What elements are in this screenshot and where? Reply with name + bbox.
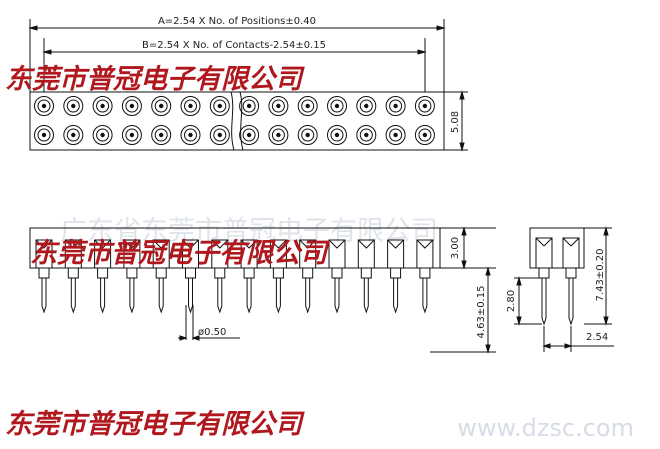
- dimension-a-label: A=2.54 X No. of Positions±0.40: [158, 16, 316, 27]
- contact-hole: [356, 96, 377, 116]
- website-watermark: www.dzsc.com: [457, 414, 634, 442]
- contact-hole: [180, 96, 201, 116]
- row-pitch-label: 5.08: [450, 111, 461, 133]
- contact-hole: [34, 96, 54, 116]
- front-pin: [269, 239, 287, 314]
- front-pin: [416, 239, 434, 314]
- contact-hole: [414, 96, 435, 116]
- contact-hole: [92, 125, 113, 145]
- contact-hole: [297, 96, 318, 116]
- contact-hole: [385, 125, 406, 145]
- contact-hole: [239, 96, 260, 116]
- front-pin: [240, 239, 258, 314]
- contact-hole: [180, 125, 201, 145]
- tail-length-label: 4.63±0.15: [476, 286, 487, 339]
- company-watermark-middle: 东莞市普冠电子有限公司: [30, 238, 330, 269]
- contact-hole: [297, 125, 318, 145]
- front-pin: [357, 239, 375, 314]
- side-tail-label: 2.80: [506, 290, 517, 312]
- body-height-label: 3.00: [450, 237, 461, 259]
- company-watermark-bottom: 东莞市普冠电子有限公司: [5, 409, 305, 440]
- contact-hole: [151, 96, 172, 116]
- front-pin: [182, 239, 199, 314]
- contact-hole: [209, 96, 230, 116]
- contact-hole: [356, 125, 377, 145]
- side-pitch-label: 2.54: [586, 332, 608, 343]
- front-pin: [387, 239, 405, 314]
- dimension-b-label: B=2.54 X No. of Contacts-2.54±0.15: [142, 40, 326, 51]
- front-pin: [35, 239, 53, 314]
- contact-hole: [327, 125, 347, 145]
- contact-hole: [268, 96, 289, 116]
- top-view: [28, 19, 468, 152]
- contact-hole: [414, 125, 435, 145]
- front-pin: [94, 239, 112, 314]
- front-pin: [328, 239, 346, 314]
- contact-hole: [327, 96, 347, 116]
- contact-hole: [63, 125, 84, 145]
- contact-hole: [92, 96, 113, 116]
- top-contact-holes: [34, 96, 435, 145]
- faint-company-watermark: 广东省东莞市普冠电子有限公司: [60, 216, 438, 247]
- front-pin: [299, 239, 317, 314]
- front-pin: [123, 239, 141, 314]
- front-view: [29, 226, 496, 354]
- contact-hole: [121, 96, 142, 116]
- front-pin: [152, 239, 170, 314]
- front-pin: [211, 239, 229, 314]
- contact-hole: [34, 125, 54, 145]
- contact-hole: [121, 125, 142, 145]
- contact-hole: [151, 125, 172, 145]
- front-view-pins: [35, 239, 434, 314]
- front-pin: [64, 239, 82, 314]
- contact-hole: [268, 125, 289, 145]
- contact-hole: [239, 125, 260, 145]
- contact-hole: [63, 96, 84, 116]
- pin-diameter-label: ø0.50: [198, 327, 226, 338]
- contact-hole: [209, 125, 230, 145]
- contact-hole: [385, 96, 406, 116]
- overall-height-label: 7.43±0.20: [595, 249, 606, 302]
- side-view: [514, 226, 614, 352]
- company-watermark-top: 东莞市普冠电子有限公司: [5, 64, 305, 95]
